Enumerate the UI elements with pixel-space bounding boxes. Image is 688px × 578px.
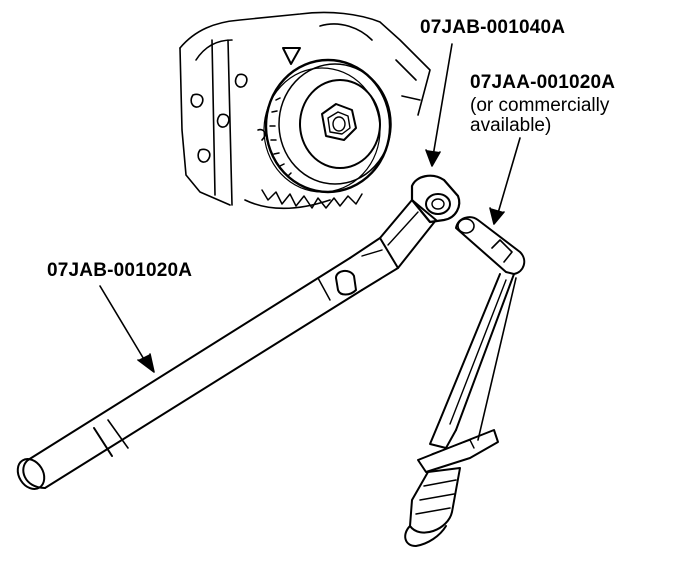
label-tool-left: 07JAB-001020A (47, 260, 193, 281)
handle-tool-left (16, 199, 437, 490)
breaker-bar-tool (404, 216, 526, 547)
socket-adapter-tool (410, 174, 461, 224)
arrow-left (99, 285, 149, 367)
leader-arrows (99, 43, 521, 373)
label-tool-right-note-line1: (or commercially (470, 95, 610, 116)
timing-mark-icon (282, 47, 301, 65)
arrow-right (495, 137, 521, 221)
arrow-upper (431, 43, 453, 163)
engine-block (179, 11, 431, 210)
label-tool-right: 07JAA-001020A (470, 72, 616, 93)
label-tool-upper: 07JAB-001040A (420, 17, 566, 38)
label-tool-right-note-line2: available) (470, 115, 552, 136)
crankshaft-pulley (261, 58, 392, 209)
